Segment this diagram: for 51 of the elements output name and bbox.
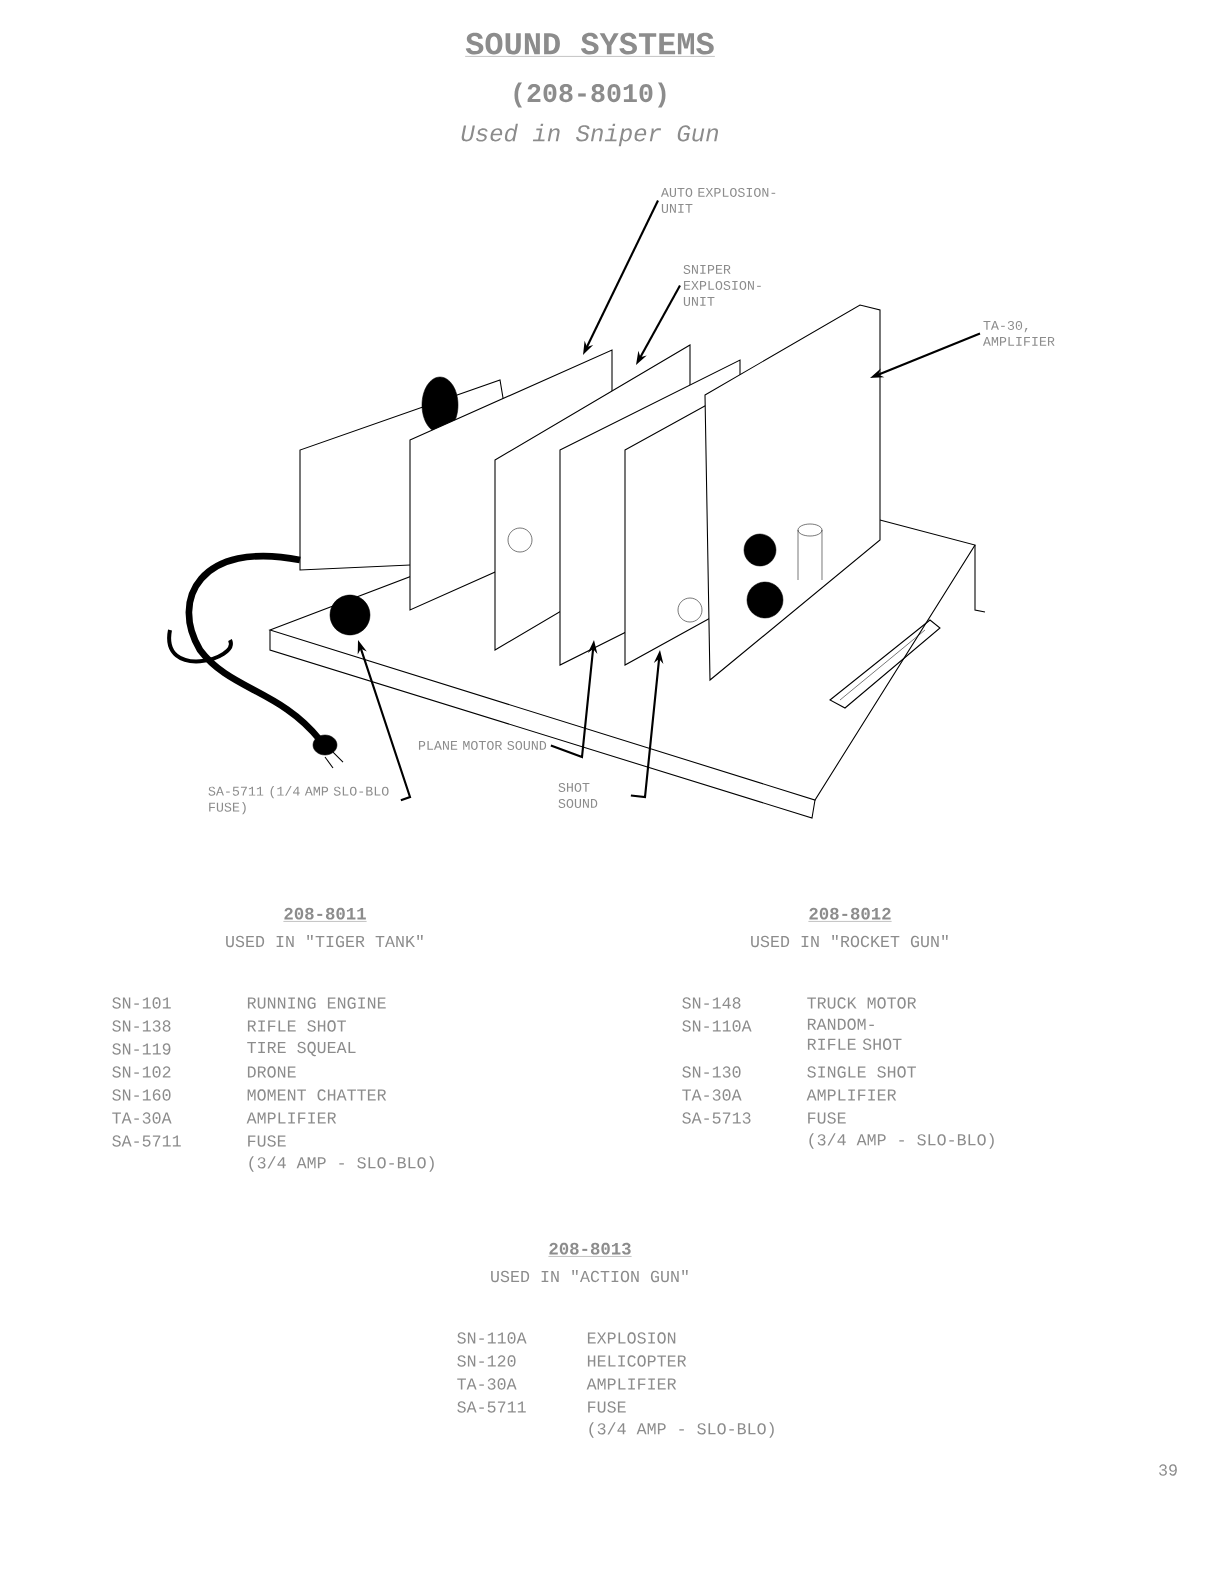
table-text: SN-138 xyxy=(112,1020,171,1032)
table-text: TA-30A xyxy=(112,1112,172,1124)
table-text: DRONE xyxy=(247,1066,296,1078)
table-text: (3/4 AMP - SLO-BLO) xyxy=(589,1422,774,1438)
title: SOUND SYSTEMS xyxy=(464,32,716,57)
table-text: TA-30A xyxy=(457,1378,517,1390)
table-text: SA-5713 xyxy=(682,1112,751,1124)
callout-label: TA-30, AMPLIFIER xyxy=(982,320,1055,346)
table-text: RUNNING ENGINE xyxy=(247,997,386,1009)
table-text: HELICOPTER xyxy=(587,1355,687,1367)
table-text: (3/4 AMP - SLO-BLO) xyxy=(809,1133,994,1149)
table-text: AMPLIFIER xyxy=(806,1089,897,1101)
callout-label: SA-5711 (1/4 AMP SLO-BLO FUSE) xyxy=(208,785,389,815)
table-text: FUSE xyxy=(588,1401,626,1413)
table-text: MOMENT CHATTER xyxy=(247,1089,387,1101)
table-text: FUSE xyxy=(808,1112,846,1124)
table-text: SINGLE SHOT xyxy=(807,1066,916,1078)
table-text: USED IN "ACTION GUN" xyxy=(491,1269,688,1283)
table-text: SN-110A xyxy=(457,1332,527,1344)
table-text: FUSE xyxy=(248,1135,286,1147)
table-text: RIFLE SHOT xyxy=(247,1020,346,1032)
table-text: USED IN "ROCKET GUN" xyxy=(751,934,948,948)
table-text: SN-102 xyxy=(112,1066,171,1078)
table-text: SA-5711 xyxy=(457,1401,526,1413)
subtitle: (208-8010) xyxy=(514,82,666,108)
table-text: SN-119 xyxy=(112,1043,171,1055)
table-text: RANDOM- RIFLE SHOT xyxy=(807,1018,902,1050)
table-text: SN-101 xyxy=(112,997,171,1009)
callout-label: PLANE MOTOR SOUND xyxy=(419,740,547,750)
table-text: SA-5711 xyxy=(112,1135,181,1147)
table-text: AMPLIFIER xyxy=(586,1378,677,1390)
table-text: (3/4 AMP - SLO-BLO) xyxy=(249,1156,434,1172)
table-text: TA-30A xyxy=(682,1089,742,1101)
table-text: SN-148 xyxy=(682,997,741,1009)
table-text: SN-130 xyxy=(682,1066,741,1078)
table-text: TRUCK MOTOR xyxy=(807,997,917,1009)
table-text: SN-160 xyxy=(112,1089,171,1101)
section-heading: 208-8013 xyxy=(548,1242,632,1257)
page-number: 39 xyxy=(1159,1464,1177,1476)
callout-label: SNIPER EXPLOSION- UNIT xyxy=(683,264,761,306)
table-text: TIRE SQUEAL xyxy=(247,1041,356,1057)
table-text: EXPLOSION xyxy=(587,1332,676,1344)
subtitle: Used in Sniper Gun xyxy=(461,123,719,147)
section-heading: 208-8011 xyxy=(283,907,367,922)
section-heading: 208-8012 xyxy=(808,907,892,922)
table-text: USED IN "TIGER TANK" xyxy=(226,934,423,948)
table-text: SN-120 xyxy=(457,1355,516,1367)
callout-label: AUTO EXPLOSION-UNIT xyxy=(660,187,776,213)
callout-label: SHOT SOUND xyxy=(558,782,598,808)
table-text: AMPLIFIER xyxy=(246,1112,337,1124)
table-text: SN-110A xyxy=(682,1020,752,1032)
